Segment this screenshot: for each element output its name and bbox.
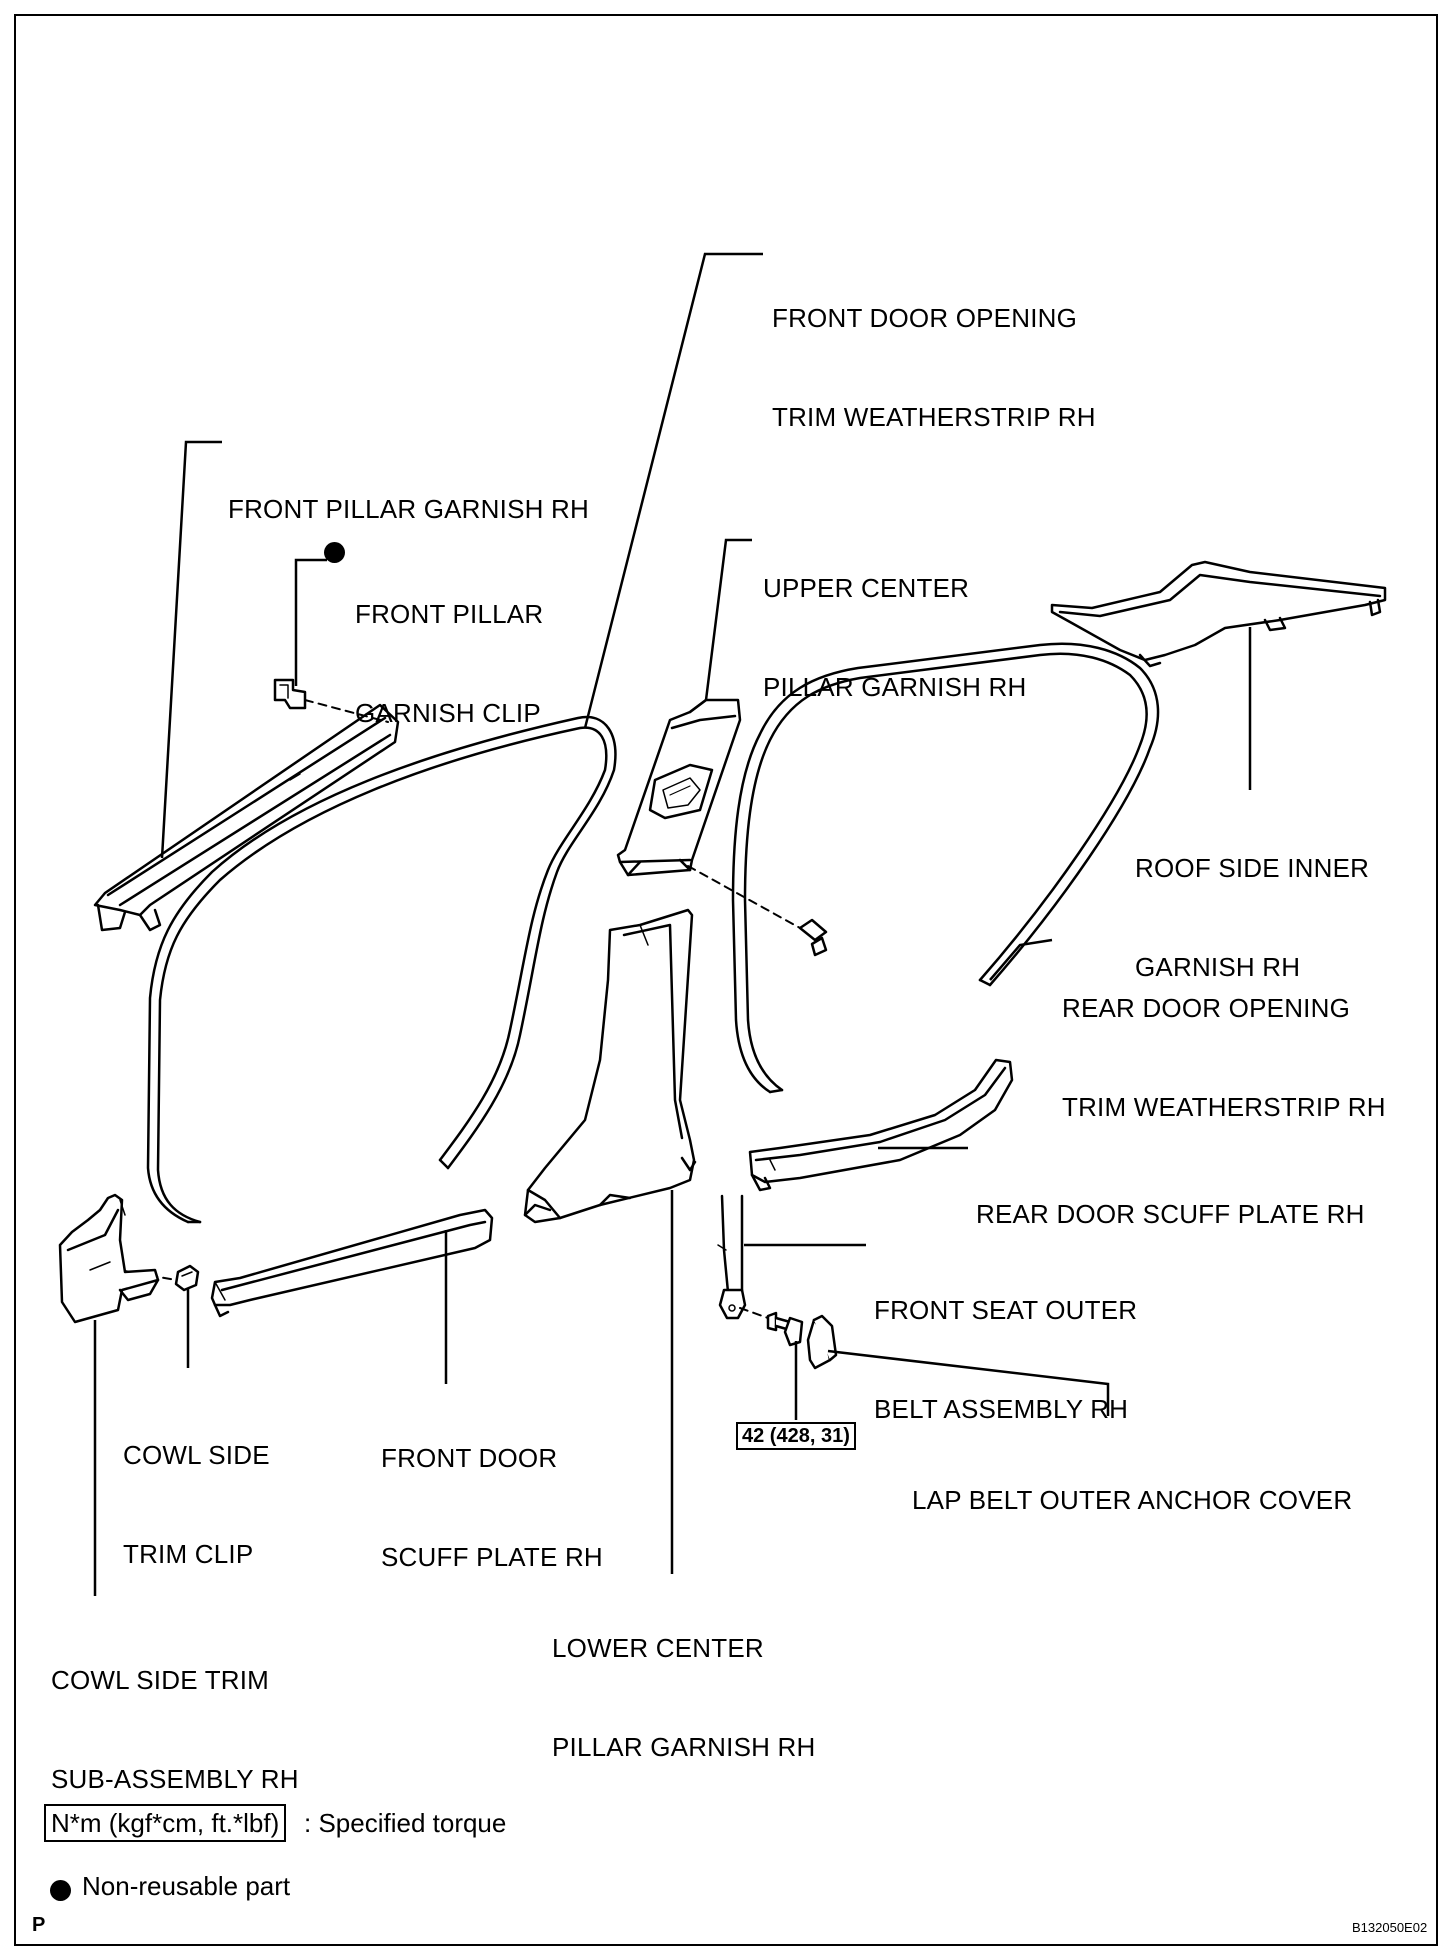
legend-torque-text: : Specified torque	[304, 1808, 507, 1838]
rear-door-weatherstrip-part	[731, 642, 1160, 1094]
label-front-seat-outer-belt: FRONT SEAT OUTER BELT ASSEMBLY RH	[874, 1295, 1138, 1424]
pillar-bolt-part	[798, 918, 828, 957]
lower-center-pillar-garnish-part	[523, 908, 697, 1224]
diagram-frame	[14, 14, 1438, 1946]
front-door-weatherstrip-part	[146, 715, 617, 1224]
front-seat-outer-belt-part	[717, 1194, 747, 1320]
front-door-scuff-plate-part	[210, 1208, 494, 1318]
page-mark: P	[32, 1914, 46, 1936]
leader-upper-center-pillar	[704, 538, 752, 701]
label-rear-door-opening-weatherstrip: REAR DOOR OPENING TRIM WEATHERSTRIP RH	[1062, 993, 1386, 1122]
leader-lap-belt-cover	[827, 1349, 1110, 1416]
roof-side-inner-garnish-part	[1050, 560, 1387, 668]
legend-non-reusable-text: Non-reusable part	[82, 1871, 291, 1901]
belt-dashed-line	[739, 1307, 769, 1319]
label-rear-door-scuff-plate: REAR DOOR SCUFF PLATE RH	[976, 1199, 1365, 1229]
legend-non-reusable-dot	[50, 1880, 71, 1901]
label-upper-center-pillar-garnish: UPPER CENTER PILLAR GARNISH RH	[763, 573, 1027, 702]
label-lap-belt-outer-anchor-cover: LAP BELT OUTER ANCHOR COVER	[912, 1485, 1353, 1515]
upper-center-pillar-garnish-part	[616, 698, 742, 877]
clip-dashed-line	[304, 699, 389, 723]
anchor-bolt-part	[766, 1311, 804, 1347]
label-front-door-scuff-plate: FRONT DOOR SCUFF PLATE RH	[381, 1443, 603, 1572]
leader-lines	[93, 252, 1252, 1596]
cowl-side-trim-part	[58, 1193, 160, 1324]
leader-front-pillar-clip	[294, 558, 327, 686]
front-pillar-garnish-part	[93, 703, 400, 932]
leader-rear-door-weatherstrip	[989, 938, 1053, 981]
label-front-pillar-garnish-clip: FRONT PILLAR GARNISH CLIP	[355, 599, 544, 728]
leader-front-pillar-garnish	[160, 440, 222, 859]
lap-belt-anchor-cover-part	[806, 1314, 838, 1370]
rear-door-scuff-plate-part	[748, 1058, 1014, 1192]
non-reusable-marker-dot	[324, 542, 345, 563]
label-roof-side-inner-garnish: ROOF SIDE INNER GARNISH RH	[1135, 853, 1370, 982]
label-lower-center-pillar-garnish: LOWER CENTER PILLAR GARNISH RH	[552, 1633, 816, 1762]
torque-value-box: 42 (428, 31)	[736, 1422, 856, 1450]
front-pillar-garnish-clip-part	[273, 678, 307, 710]
cowl-side-trim-clip-part	[174, 1264, 200, 1292]
leader-front-door-weatherstrip	[583, 252, 763, 729]
label-front-door-opening-weatherstrip: FRONT DOOR OPENING TRIM WEATHERSTRIP RH	[772, 303, 1096, 432]
label-cowl-side-trim-clip: COWL SIDE TRIM CLIP	[123, 1440, 270, 1569]
label-cowl-side-trim-sub-assembly: COWL SIDE TRIM SUB-ASSEMBLY RH	[51, 1665, 299, 1794]
figure-code: B132050E02	[1352, 1920, 1428, 1935]
label-front-pillar-garnish: FRONT PILLAR GARNISH RH	[228, 494, 589, 524]
legend-torque-box: N*m (kgf*cm, ft.*lbf)	[44, 1804, 287, 1842]
